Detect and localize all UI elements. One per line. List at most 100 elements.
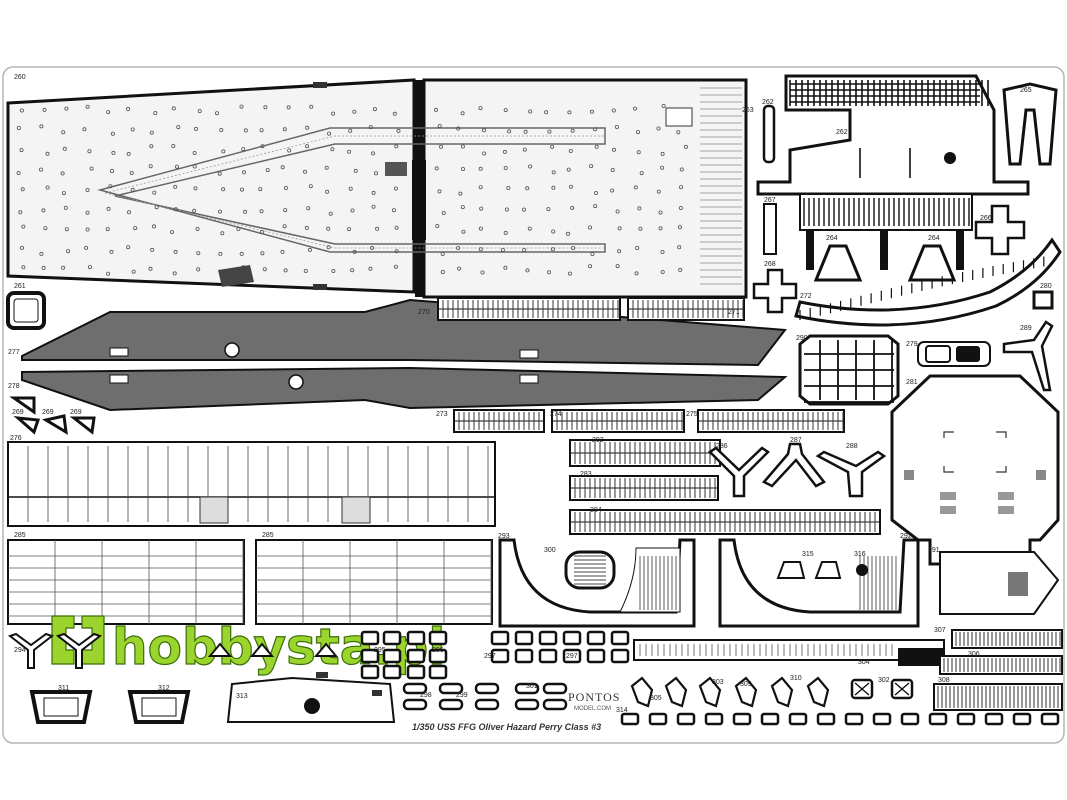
tie-down [217, 209, 222, 214]
label-269a: 269 [12, 409, 24, 416]
mini-strip [542, 682, 568, 695]
part-311-312-doors: 311 312 [29, 685, 191, 724]
tie-down [394, 225, 399, 230]
tie-down [461, 229, 466, 234]
plate-markings [943, 431, 1007, 473]
tie-down [196, 267, 201, 272]
label-262a: 262 [762, 99, 774, 106]
tie-down [394, 144, 399, 149]
tie-down [480, 270, 485, 275]
brand-name: PONTOS [568, 690, 620, 704]
tie-down [460, 144, 465, 149]
tie-down [437, 189, 442, 194]
tie-down [479, 206, 484, 211]
part-294-y-braces [7, 632, 103, 669]
tie-down [82, 127, 87, 132]
label-270: 270 [418, 309, 430, 316]
tie-down [456, 245, 461, 250]
tie-down [478, 226, 483, 231]
part-260-flight-deck: 260 [6, 74, 748, 299]
tie-down [130, 187, 135, 192]
tie-down [660, 269, 665, 274]
frame-314 [704, 712, 724, 726]
tie-down [258, 187, 263, 192]
tie-down [610, 188, 615, 193]
tie-down [522, 247, 527, 252]
tie-down [371, 204, 376, 209]
tie-down [373, 171, 378, 176]
tie-down [41, 265, 46, 270]
part-306-308-strips [933, 629, 1063, 711]
label-269c: 269 [70, 409, 82, 416]
label-290: 290 [796, 335, 808, 342]
tie-down [324, 165, 329, 170]
strip-ticks [639, 644, 893, 656]
tie-down [523, 129, 528, 134]
tie-down [346, 227, 351, 232]
part-279-290-fittings: 280 289 279 [906, 283, 1054, 392]
tie-down [478, 106, 483, 111]
label-285b: 285 [262, 532, 274, 539]
tie-down [435, 223, 440, 228]
davit-fitting [770, 676, 794, 708]
label-269b: 269 [42, 409, 54, 416]
label-305: 305 [650, 695, 662, 702]
frame-314 [900, 712, 920, 726]
tie-down [566, 231, 571, 236]
label-294: 294 [14, 647, 26, 654]
tie-down [176, 125, 181, 130]
triangle-tab [249, 642, 275, 657]
tie-down [528, 109, 533, 114]
tie-down [594, 144, 599, 149]
tie-down [528, 164, 533, 169]
tie-down [482, 151, 487, 156]
tie-down [612, 147, 617, 152]
small-bracket [360, 630, 380, 646]
tie-down [440, 251, 445, 256]
tie-down [87, 149, 92, 154]
tie-down [259, 229, 264, 234]
tie-down [658, 226, 663, 231]
small-bracket [406, 630, 426, 646]
label-265: 265 [1020, 87, 1032, 94]
tie-down [64, 227, 69, 232]
tie-down [39, 167, 44, 172]
small-bracket [562, 648, 582, 664]
tie-down [16, 126, 21, 131]
tie-down [571, 245, 576, 250]
tie-down [677, 245, 682, 250]
arch-hatching [639, 556, 897, 610]
tie-down [368, 266, 373, 271]
small-bracket [514, 648, 534, 664]
tie-down [173, 184, 178, 189]
mini-strip [474, 698, 500, 711]
label-266: 266 [980, 215, 992, 222]
tie-down [331, 111, 336, 116]
tie-down [568, 148, 573, 153]
frame-314 [648, 712, 668, 726]
label-316: 316 [854, 551, 866, 558]
tie-down [660, 249, 665, 254]
small-bracket [610, 648, 630, 664]
tie-down [639, 171, 644, 176]
tie-down [570, 128, 575, 133]
label-281: 281 [906, 379, 918, 386]
tie-down [195, 226, 200, 231]
tie-down [45, 185, 50, 190]
tie-down [352, 109, 357, 114]
tie-down [286, 105, 291, 110]
tie-down [327, 131, 332, 136]
tie-down [590, 251, 595, 256]
part-266-268-crosses: 266 268 [752, 204, 1026, 314]
tie-down [637, 206, 642, 211]
tie-down [61, 191, 66, 196]
tie-down [438, 144, 443, 149]
label-280: 280 [1040, 283, 1052, 290]
tie-down [611, 108, 616, 113]
tie-down [660, 165, 665, 170]
label-293: 293 [498, 533, 510, 540]
panel-grid [8, 540, 492, 624]
tie-down [437, 124, 442, 129]
tie-down [677, 225, 682, 230]
label-296: 296 [432, 647, 444, 654]
